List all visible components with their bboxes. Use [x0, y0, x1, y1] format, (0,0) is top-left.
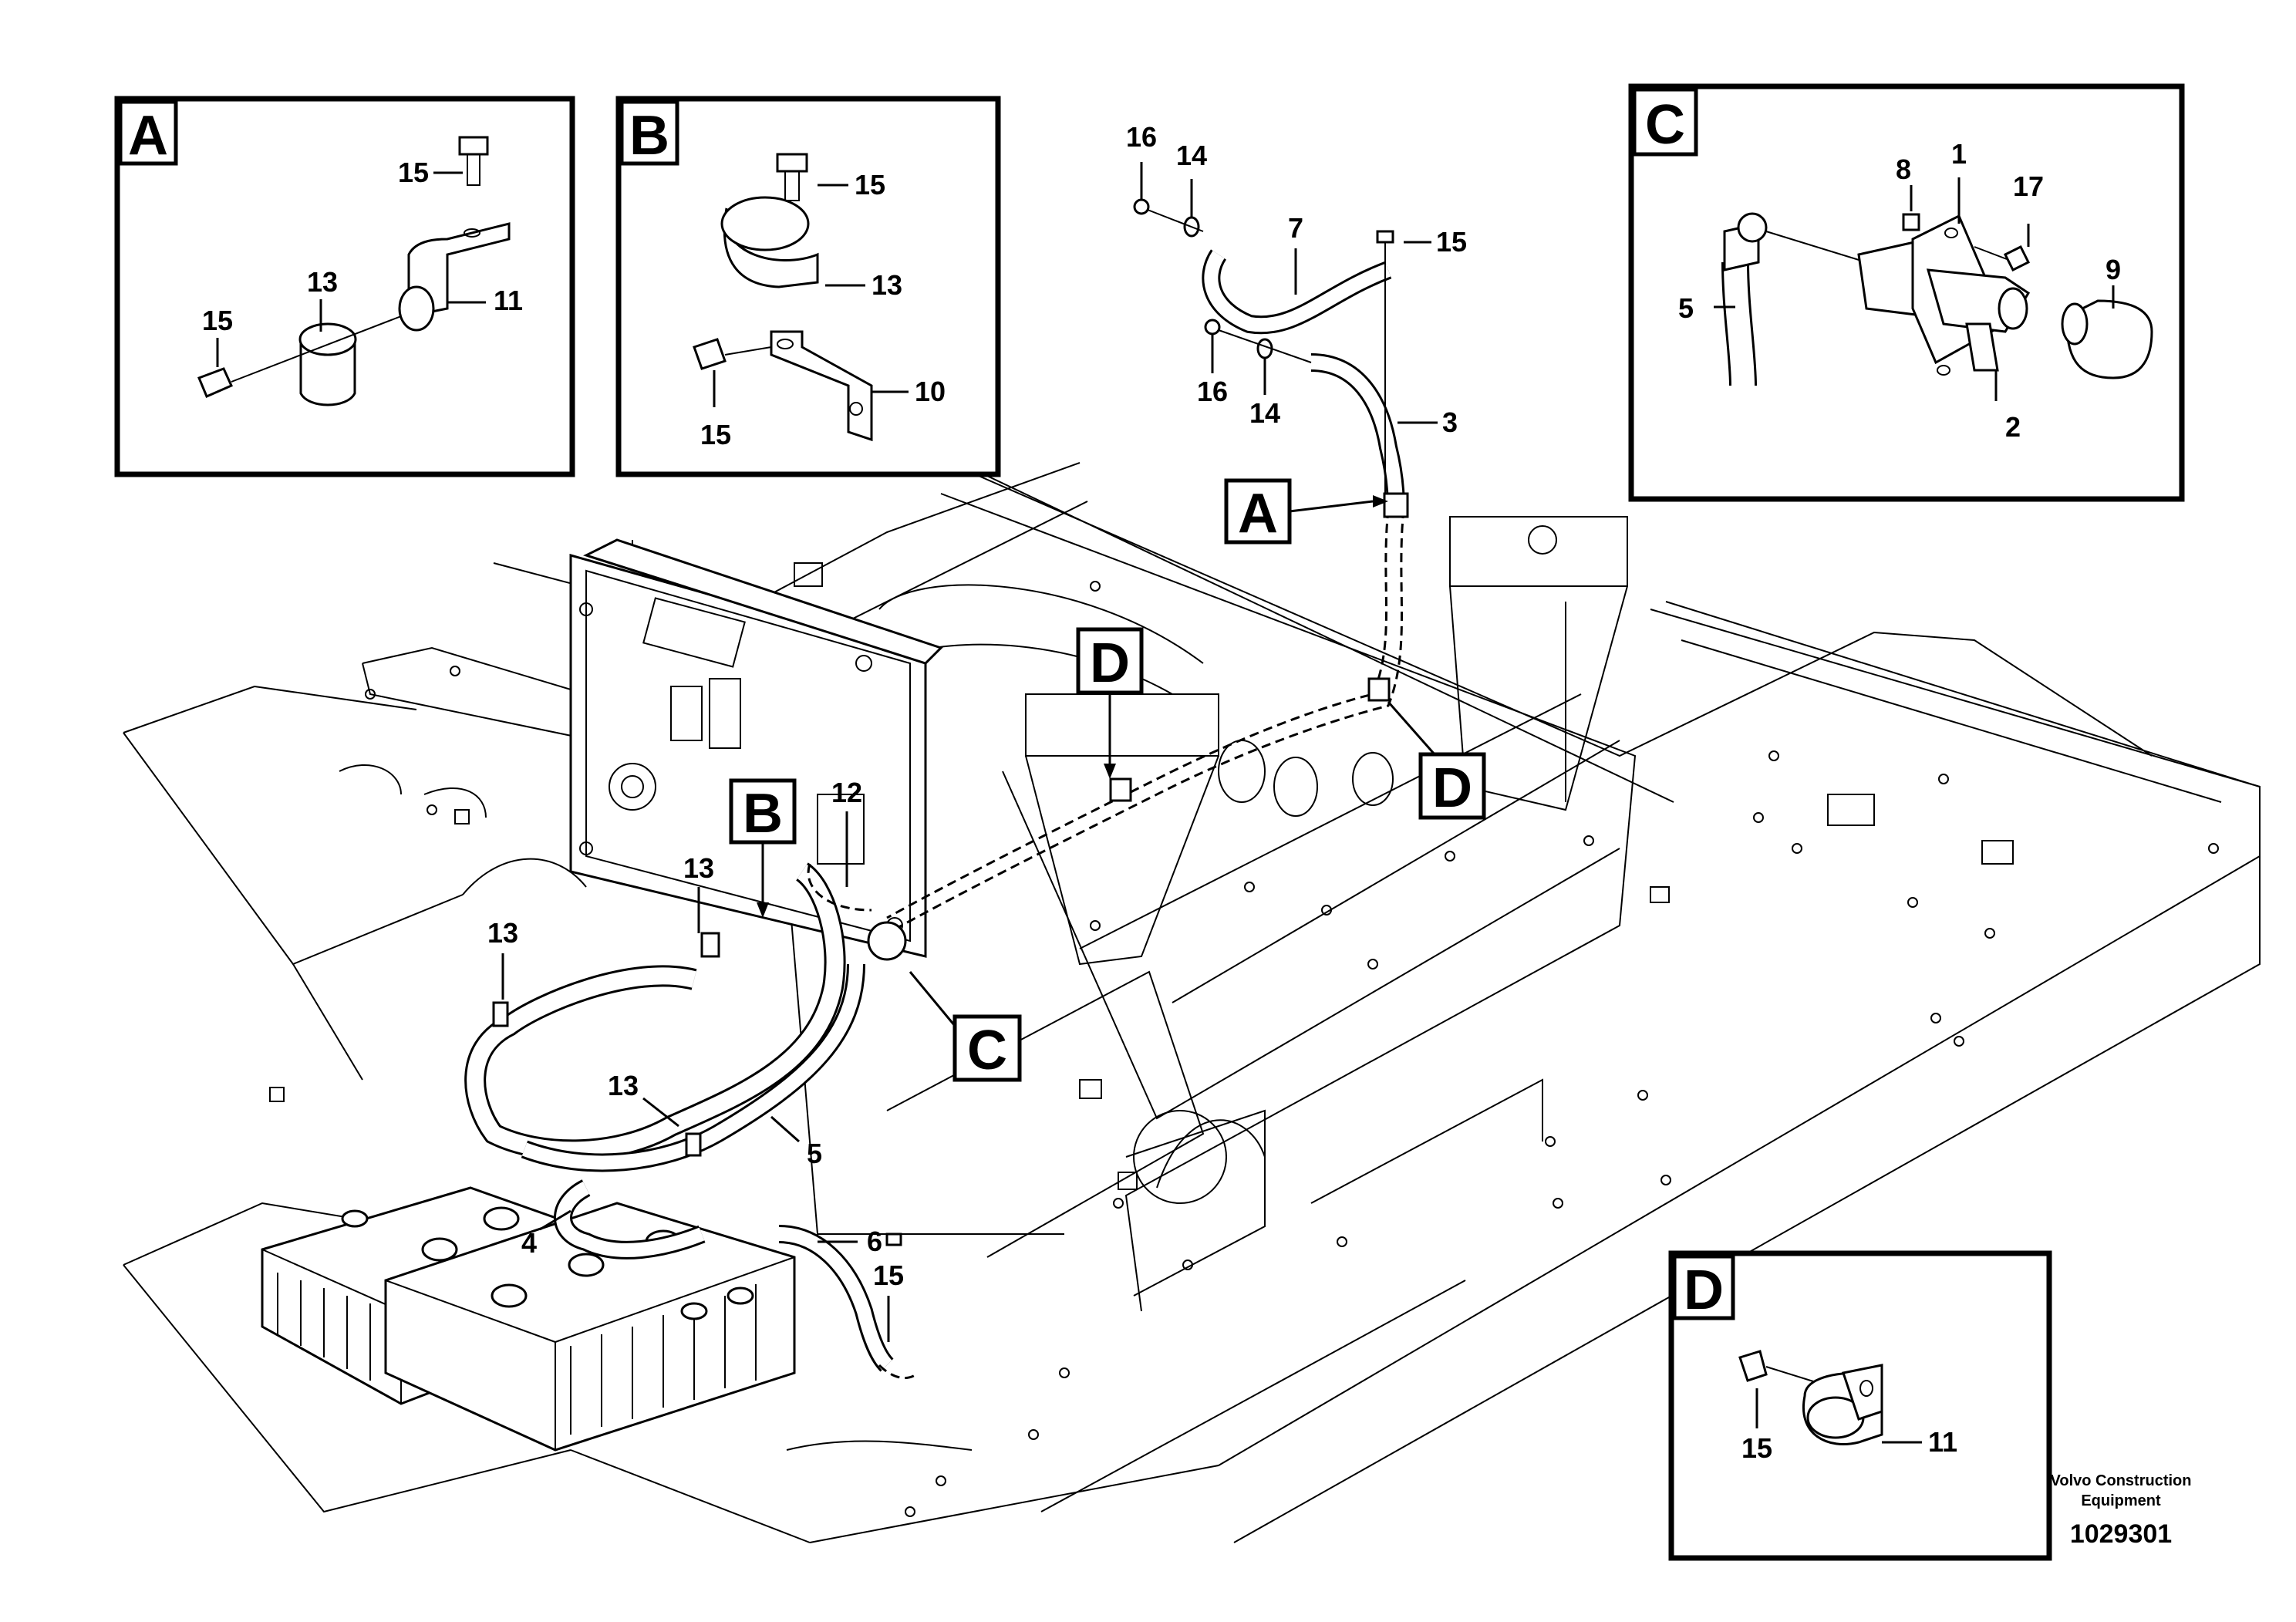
svg-text:16: 16 — [1197, 376, 1228, 407]
detail-C-label-2: 2 — [2005, 411, 2021, 443]
detail-A-tag: A — [128, 105, 168, 167]
detail-C-label-1: 1 — [1951, 138, 1967, 170]
detail-B-tag: B — [629, 105, 669, 167]
detail-C-label-8: 8 — [1896, 153, 1911, 185]
svg-text:15: 15 — [873, 1259, 904, 1291]
svg-text:A: A — [1238, 483, 1278, 545]
detail-B-label-10: 10 — [915, 376, 946, 407]
main-part-labels: 16 14 7 15 16 14 3 12 13 13 13 — [487, 121, 1467, 1342]
svg-text:13: 13 — [683, 852, 714, 884]
callout-D-mid: D — [1076, 627, 1144, 779]
svg-text:12: 12 — [831, 777, 862, 808]
batteries — [261, 1186, 796, 1452]
svg-text:16: 16 — [1126, 121, 1157, 153]
part-number: 1029301 — [2070, 1519, 2172, 1549]
svg-text:3: 3 — [1442, 406, 1458, 438]
detail-A-label-15-top: 15 — [398, 157, 429, 188]
machine-frame — [123, 431, 2261, 1543]
frame-bolts — [365, 581, 2219, 1517]
detail-B-label-15-left: 15 — [700, 419, 731, 450]
detail-D: D 15 11 — [1668, 1250, 2052, 1561]
brand-line-2: Equipment — [2081, 1492, 2161, 1509]
detail-A-label-11: 11 — [494, 285, 523, 316]
detail-D-label-11: 11 — [1928, 1426, 1957, 1458]
battery-cells-stripes — [277, 1273, 757, 1435]
detail-A-label-15-left: 15 — [202, 305, 233, 336]
title-block: Volvo Construction Equipment 1029301 — [2051, 1472, 2192, 1549]
cables — [464, 249, 1409, 1380]
detail-D-tag: D — [1684, 1259, 1724, 1321]
svg-text:4: 4 — [521, 1227, 537, 1259]
detail-C-label-5: 5 — [1678, 292, 1694, 324]
svg-text:6: 6 — [867, 1226, 882, 1257]
svg-text:15: 15 — [1436, 226, 1467, 258]
detail-B-label-15-top: 15 — [855, 169, 885, 201]
callout-A: A — [1224, 478, 1388, 545]
svg-text:B: B — [743, 783, 783, 845]
svg-text:7: 7 — [1288, 212, 1303, 244]
svg-text:13: 13 — [608, 1070, 639, 1101]
detail-C: C 8 1 17 5 9 2 — [1628, 83, 2185, 502]
callout-B: B — [729, 778, 797, 918]
svg-text:14: 14 — [1249, 397, 1280, 429]
electrical-box — [569, 538, 943, 958]
detail-A-label-13: 13 — [307, 266, 338, 298]
svg-text:13: 13 — [487, 917, 518, 949]
detail-C-label-17: 17 — [2013, 170, 2044, 202]
callout-C: C — [909, 971, 1022, 1082]
svg-text:D: D — [1090, 632, 1130, 694]
detail-B-label-13: 13 — [872, 269, 902, 301]
svg-text:D: D — [1432, 757, 1472, 819]
detail-C-tag: C — [1645, 94, 1685, 156]
svg-text:14: 14 — [1176, 140, 1207, 171]
svg-text:C: C — [967, 1020, 1007, 1081]
detail-B: B 15 13 10 15 — [615, 96, 1001, 477]
svg-text:5: 5 — [807, 1138, 822, 1169]
detail-C-label-9: 9 — [2106, 254, 2121, 285]
detail-A: A 15 13 11 15 — [114, 96, 575, 477]
callout-D-right: D — [1387, 701, 1486, 820]
detail-D-label-15: 15 — [1741, 1432, 1772, 1464]
brand-line-1: Volvo Construction — [2051, 1472, 2192, 1489]
